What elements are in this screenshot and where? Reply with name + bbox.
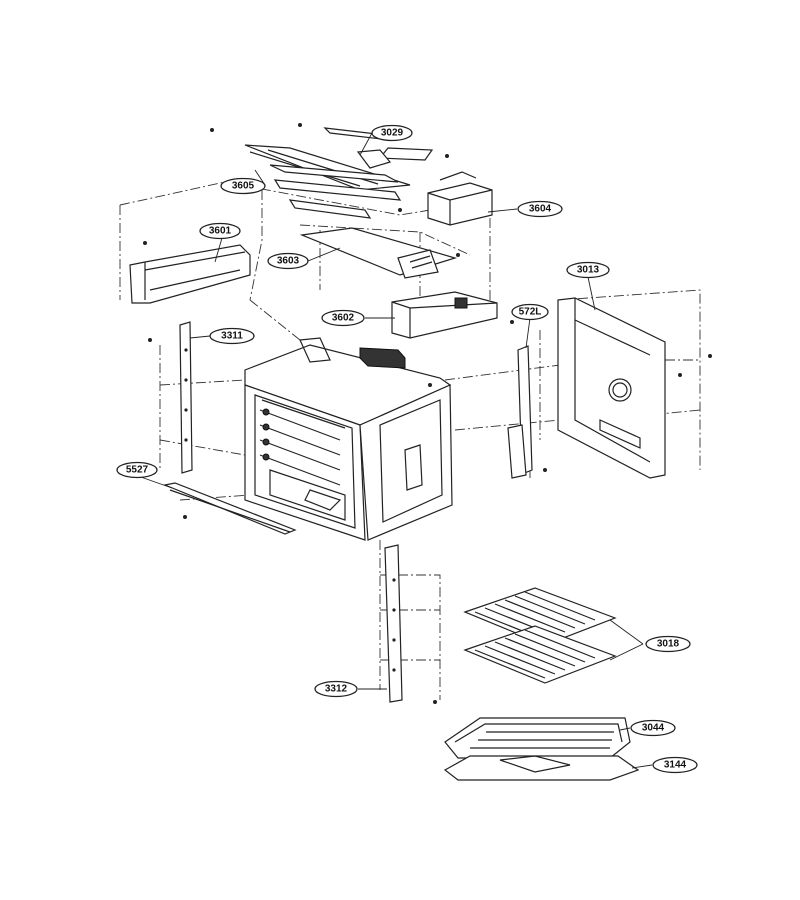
callout-3605: 3605 <box>220 177 266 195</box>
callout-3018: 3018 <box>645 635 691 653</box>
callout-3029-label: 3029 <box>381 128 404 139</box>
callout-572L-label: 572L <box>519 307 542 318</box>
callout-3602-label: 3602 <box>332 313 355 324</box>
back-panel-3013 <box>557 297 712 479</box>
side-bracket-572L <box>507 345 547 479</box>
callout-3144: 3144 <box>652 756 698 774</box>
callout-5527: 5527 <box>116 461 158 479</box>
leader-lines <box>137 132 653 769</box>
callout-3018-label: 3018 <box>657 639 680 650</box>
broiler-pan-3044 <box>444 717 631 759</box>
callout-3603-label: 3603 <box>277 256 300 267</box>
callout-3312: 3312 <box>314 680 358 698</box>
callout-3013: 3013 <box>566 261 610 279</box>
top-vent-assembly <box>210 123 449 219</box>
callout-3044: 3044 <box>630 719 676 737</box>
side-rail-3311 <box>148 321 193 474</box>
oven-racks-3018 <box>463 587 617 684</box>
callout-3311-label: 3311 <box>221 331 243 342</box>
callout-3604: 3604 <box>517 200 563 218</box>
callout-3044-label: 3044 <box>642 723 665 734</box>
top-panel-3603 <box>299 227 460 279</box>
callout-3311: 3311 <box>209 327 255 345</box>
oven-cavity <box>244 337 453 541</box>
callout-5527-label: 5527 <box>126 465 149 476</box>
callout-3144-label: 3144 <box>664 760 687 771</box>
bottom-rail-5527 <box>162 482 297 535</box>
callout-3603: 3603 <box>267 252 309 270</box>
callout-3601-label: 3601 <box>209 226 232 237</box>
callout-3605-label: 3605 <box>232 181 255 192</box>
rear-panel-3602 <box>391 291 514 339</box>
callout-572L: 572L <box>511 303 549 321</box>
callout-3604-label: 3604 <box>529 204 552 215</box>
side-rail-3312 <box>384 544 437 704</box>
callout-3602: 3602 <box>321 309 365 327</box>
callout-3029: 3029 <box>371 124 413 142</box>
callout-3312-label: 3312 <box>325 684 348 695</box>
duct-cover-3601 <box>129 241 251 304</box>
broiler-tray-3144 <box>443 755 640 781</box>
control-housing-3604 <box>427 171 493 226</box>
callout-3601: 3601 <box>199 222 241 240</box>
callout-3013-label: 3013 <box>577 265 600 276</box>
